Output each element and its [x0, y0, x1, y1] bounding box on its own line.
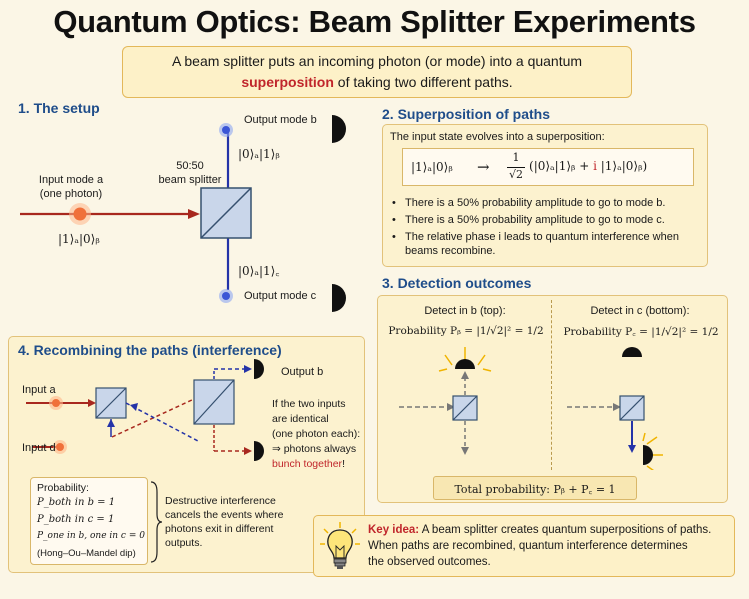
bullet-3: The relative phase i leads to quantum in…: [392, 230, 702, 258]
key-idea-box: [313, 515, 735, 577]
detect-b-title: Detect in b (top):: [424, 305, 506, 317]
bullet-1: There is a 50% probability amplitude to …: [392, 196, 702, 210]
note-line-5: bunch together!: [272, 457, 362, 472]
detector-c-top-icon: [622, 347, 642, 357]
key-line-2: When paths are recombined, quantum inter…: [368, 540, 688, 552]
prob-title: Probability:: [37, 482, 89, 494]
recomb-input-d: Input d: [22, 442, 56, 454]
note-line-3: (one photon each):: [272, 428, 361, 440]
splitter-label-2: beam splitter: [158, 174, 222, 186]
recomb-output-b: Output b: [281, 366, 324, 378]
lightbulb-icon: [320, 522, 360, 569]
output-b-label: Output mode b: [244, 114, 317, 126]
prob-note: (Hong–Ou–Mandel dip): [37, 548, 136, 559]
note-line-4: ⇒ photons always: [272, 443, 357, 455]
prob-line-3: P_one in b, one in c = 0: [37, 531, 145, 541]
output-c-state: |0⟩ₐ|1⟩꜀: [238, 264, 280, 278]
equation-box: |1⟩ₐ|0⟩ᵦ → 1 √2 (|0⟩ₐ|1⟩ᵦ + i |1⟩ₐ|0⟩ᵦ): [402, 148, 694, 186]
total-probability: Total probability: Pᵦ + P꜀ = 1: [454, 483, 616, 496]
output-b-dot: [222, 126, 230, 134]
output-b-state: |0⟩ₐ|1⟩ᵦ: [238, 147, 280, 161]
note-line-2: are identical: [272, 413, 329, 425]
total-probability-box: Total probability: Pᵦ + P꜀ = 1: [433, 476, 637, 500]
detection-divider: [551, 300, 552, 470]
detector-c-icon: [332, 284, 346, 312]
eq-arrow: →: [477, 158, 490, 176]
detector-c-fired-icon: [642, 432, 663, 470]
destructive-note: Destructive interference cancels the eve…: [165, 494, 295, 550]
photon: [73, 207, 87, 221]
input-mode-sub: (one photon): [39, 188, 103, 200]
detection-diagram: [399, 347, 663, 470]
intro-highlight: superposition: [241, 74, 334, 90]
recomb-detector-c-icon: [254, 441, 264, 461]
input-beam-arrow: [188, 209, 200, 219]
detection-panel: [377, 295, 728, 503]
input-state: |1⟩ₐ|0⟩ᵦ: [58, 232, 100, 246]
superposition-bullets: There is a 50% probability amplitude to …: [392, 196, 702, 261]
intro-line-1: A beam splitter puts an incoming photon …: [171, 53, 583, 69]
eq-term2: |1⟩ₐ|0⟩ᵦ: [596, 159, 643, 173]
detect-c-prob: Probability P꜀ = |1/√2|² = 1/2: [563, 326, 719, 338]
detector-b-fired-icon: [438, 347, 492, 372]
probability-box: Probability: P_both in b = 1 P_both in c…: [30, 477, 148, 565]
detector-b-icon: [332, 115, 346, 143]
intro-line-2: superposition of taking two different pa…: [123, 72, 631, 93]
setup-diagram: [20, 115, 346, 312]
destructive-line-1: Destructive interference: [165, 495, 276, 507]
detect-b-prob: Probability Pᵦ = |1/√2|² = 1/2: [388, 325, 544, 337]
superposition-heading: 2. Superposition of paths: [382, 106, 551, 122]
eq-i: i: [593, 159, 597, 173]
note-bunch: bunch together: [272, 458, 343, 470]
recomb-note: If the two inputs are identical (one pho…: [272, 397, 362, 472]
page-title: Quantum Optics: Beam Splitter Experiment…: [53, 4, 696, 39]
output-c-label: Output mode c: [244, 290, 317, 302]
eq-frac-num: 1: [512, 151, 520, 164]
note-end: !: [342, 458, 345, 470]
prob-line-1: P_both in b = 1: [37, 497, 116, 508]
key-idea-text: Key idea: A beam splitter creates quantu…: [368, 522, 730, 570]
note-line-1: If the two inputs: [272, 398, 346, 410]
detection-heading: 3. Detection outcomes: [382, 275, 532, 291]
input-mode-label: Input mode a: [38, 174, 104, 186]
intro-box: A beam splitter puts an incoming photon …: [122, 46, 632, 98]
eq-frac-den: √2: [508, 168, 523, 181]
brace-icon: [150, 481, 163, 563]
detect-c-title: Detect in c (bottom):: [590, 305, 690, 317]
recomb-detector-b-icon: [254, 359, 264, 379]
key-line-3: the observed outcomes.: [368, 556, 491, 568]
eq-lhs: |1⟩ₐ|0⟩ᵦ: [411, 160, 453, 174]
recomb-input-a: Input a: [22, 384, 56, 396]
key-label: Key idea:: [368, 524, 420, 536]
prob-line-2: P_both in c = 1: [37, 514, 115, 525]
bullet-2: There is a 50% probability amplitude to …: [392, 213, 702, 227]
output-c-dot: [222, 292, 230, 300]
key-text-1: A beam splitter creates quantum superpos…: [419, 524, 712, 536]
recombining-diagram: [26, 359, 264, 461]
destructive-line-2: cancels the events where: [165, 509, 284, 521]
setup-heading: 1. The setup: [18, 100, 100, 116]
destructive-line-3: photons exit in different: [165, 523, 274, 535]
splitter-label-1: 50:50: [176, 160, 204, 172]
intro-line-2-rest: of taking two different paths.: [333, 74, 513, 90]
destructive-line-4: outputs.: [165, 537, 203, 549]
eq-rhs: (|0⟩ₐ|1⟩ᵦ + i |1⟩ₐ|0⟩ᵦ): [529, 159, 648, 173]
eq-term1: |0⟩ₐ|1⟩ᵦ +: [533, 159, 594, 173]
superposition-intro: The input state evolves into a superposi…: [390, 131, 605, 143]
key-line-1: Key idea: A beam splitter creates quantu…: [368, 522, 730, 538]
recombining-heading: 4. Recombining the paths (interference): [18, 342, 282, 358]
